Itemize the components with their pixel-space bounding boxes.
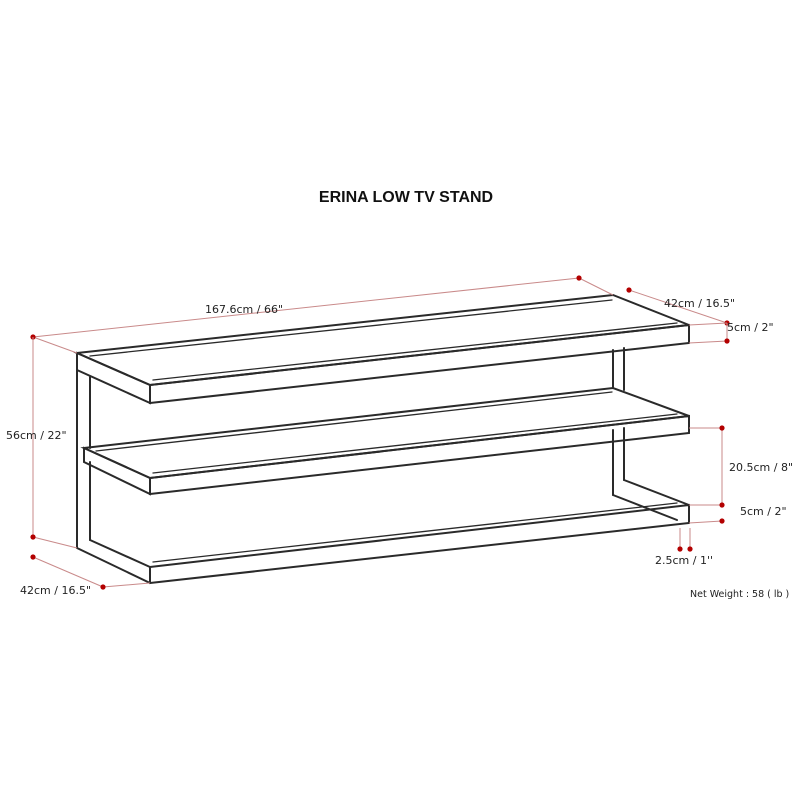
bottom-thickness-dot [719,518,725,524]
net-weight: Net Weight : 58 ( lb ) [690,589,789,600]
diagram-title: ERINA LOW TV STAND [319,189,493,206]
leg-width-dot-left [677,546,683,552]
shelf-gap-dot-top [719,425,725,431]
top-thickness-dot-bottom [724,338,730,344]
leg-width-label: 2.5cm / 1'' [655,554,713,567]
shelf-gap-label: 20.5cm / 8" [729,461,793,474]
left-frame [76,369,151,584]
bottom-depth-label: 42cm / 16.5" [20,584,91,597]
bottom-rail [149,502,690,585]
shelf-gap-dot-bottom [719,502,725,508]
width-dot-right [576,275,582,281]
middle-shelf [80,386,690,496]
dimension-lines [30,275,730,590]
right-frame [612,347,690,521]
top-shelf [73,293,690,405]
tv-stand-drawing [73,293,690,585]
bottom-depth-dot-left [30,554,36,560]
top-thickness-label: 5cm / 2" [727,321,774,334]
height-label: 56cm / 22" [6,429,67,442]
leg-width-dot-right [687,546,693,552]
top-depth-label: 42cm / 16.5" [664,297,735,310]
top-depth-dot-left [626,287,632,293]
width-label: 167.6cm / 66" [205,303,283,316]
bottom-thickness-label: 5cm / 2" [740,505,787,518]
height-dot-bottom [30,534,36,540]
bottom-depth-dot-right [100,584,106,590]
